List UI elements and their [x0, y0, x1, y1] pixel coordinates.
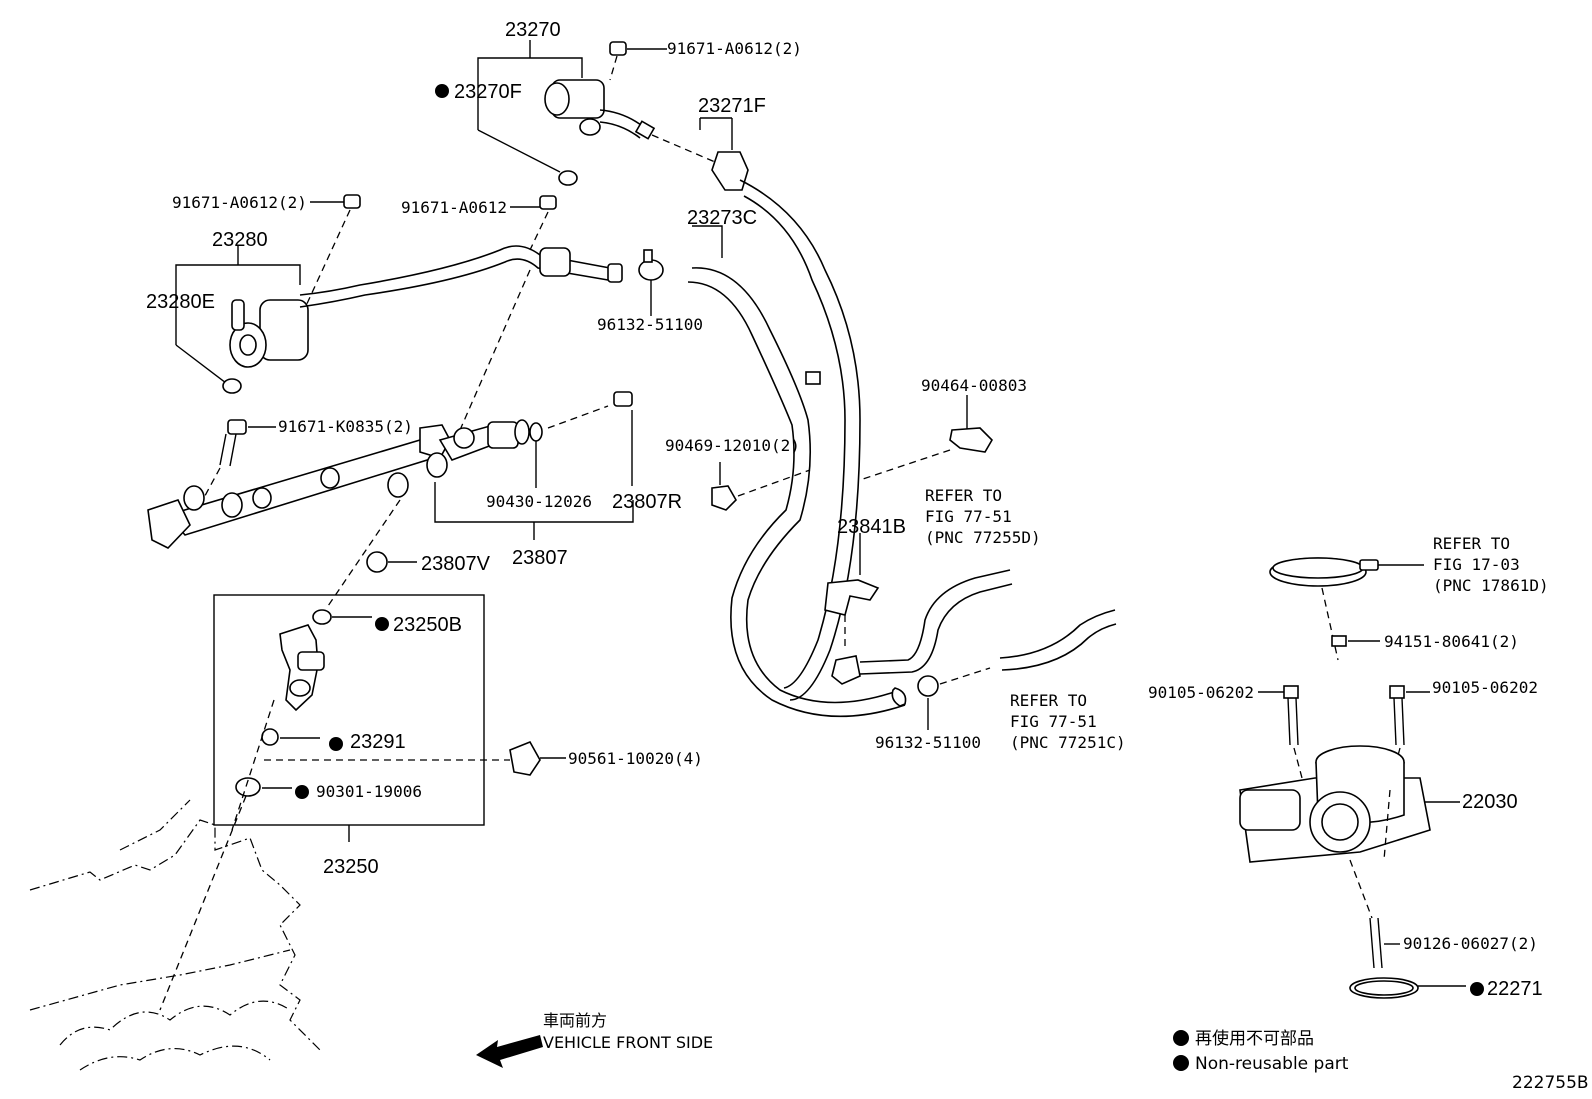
- part-label: 22030: [1462, 791, 1518, 813]
- part-label: 23270F: [454, 81, 522, 103]
- part-label: 23291: [350, 731, 406, 753]
- part-label: 91671-A0612(2): [667, 39, 802, 58]
- part-label: 23250B: [393, 614, 462, 636]
- part-label: 90105-06202: [1432, 678, 1538, 697]
- part-label: 23273C: [687, 207, 757, 229]
- non-reusable-marker: [295, 785, 309, 799]
- reference-line: (PNC 77255D): [925, 528, 1041, 547]
- part-label: 96132-51100: [597, 315, 703, 334]
- vehicle-front-en: VEHICLE FRONT SIDE: [543, 1033, 713, 1052]
- bolt-91671-A0612: [459, 195, 557, 431]
- bracket-23841B: [824, 533, 1013, 685]
- non-reusable-marker: [375, 617, 389, 631]
- part-label: 23250: [323, 856, 379, 878]
- fuel-rail-23807: [147, 391, 634, 607]
- legend-bullet: [1173, 1030, 1189, 1046]
- part-label: 23271F: [698, 95, 766, 117]
- part-label: 91671-K0835(2): [278, 417, 413, 436]
- non-reusable-marker: [435, 84, 449, 98]
- reference-line: REFER TO: [1433, 534, 1510, 553]
- reference-line: FIG 77-51: [1010, 712, 1097, 731]
- part-label: 23807V: [421, 553, 491, 575]
- part-label: 94151-80641(2): [1384, 632, 1519, 651]
- fuel-hose-23273C: [687, 225, 907, 718]
- vehicle-front-arrow: [476, 1035, 543, 1068]
- reference-line: FIG 77-51: [925, 507, 1012, 526]
- pressure-damper-23280: [175, 194, 623, 394]
- clamp-90464-00803: [859, 395, 994, 481]
- reference-line: (PNC 17861D): [1433, 576, 1549, 595]
- part-label: 90126-06027(2): [1403, 934, 1538, 953]
- legend-jp: 再使用不可部品: [1195, 1028, 1314, 1049]
- non-reusable-marker: [1470, 982, 1484, 996]
- engine-outline: [29, 799, 321, 1071]
- vehicle-front-jp: 車両前方: [543, 1011, 607, 1030]
- pressure-regulator-23270: [477, 40, 667, 186]
- reference-line: REFER TO: [925, 486, 1002, 505]
- clip-96132-51100-bottom: [917, 609, 1117, 730]
- part-label: 23280E: [146, 291, 215, 313]
- part-label: 23807R: [612, 491, 682, 513]
- reference-line: FIG 17-03: [1433, 555, 1520, 574]
- part-label: 91671-A0612(2): [172, 193, 307, 212]
- legend-bullet: [1173, 1055, 1189, 1071]
- fuel-hose-23271F: [651, 117, 861, 701]
- part-label: 96132-51100: [875, 733, 981, 752]
- non-reusable-marker: [329, 737, 343, 751]
- throttle-body-22030: [1239, 557, 1466, 999]
- injector-kit-23250: [159, 594, 566, 1011]
- part-label: 90464-00803: [921, 376, 1027, 395]
- clip-90469-12010: [711, 462, 811, 511]
- part-label: 23807: [512, 547, 568, 569]
- reference-line: REFER TO: [1010, 691, 1087, 710]
- part-label: 90105-06202: [1148, 683, 1254, 702]
- part-label: 22271: [1487, 978, 1543, 1000]
- part-label: 90301-19006: [316, 782, 422, 801]
- part-label: 90469-12010(2): [665, 436, 800, 455]
- part-label: 90430-12026: [486, 492, 592, 511]
- reference-line: (PNC 77251C): [1010, 733, 1126, 752]
- part-label: 91671-A0612: [401, 198, 507, 217]
- part-label: 23270: [505, 19, 561, 41]
- figure-id: 222755B: [1512, 1073, 1589, 1093]
- part-label: 23841B: [837, 516, 906, 538]
- clip-96132-51100-top: [638, 249, 664, 316]
- legend-en: Non-reusable part: [1195, 1054, 1349, 1074]
- part-label: 90561-10020(4): [568, 749, 703, 768]
- part-label: 23280: [212, 229, 268, 251]
